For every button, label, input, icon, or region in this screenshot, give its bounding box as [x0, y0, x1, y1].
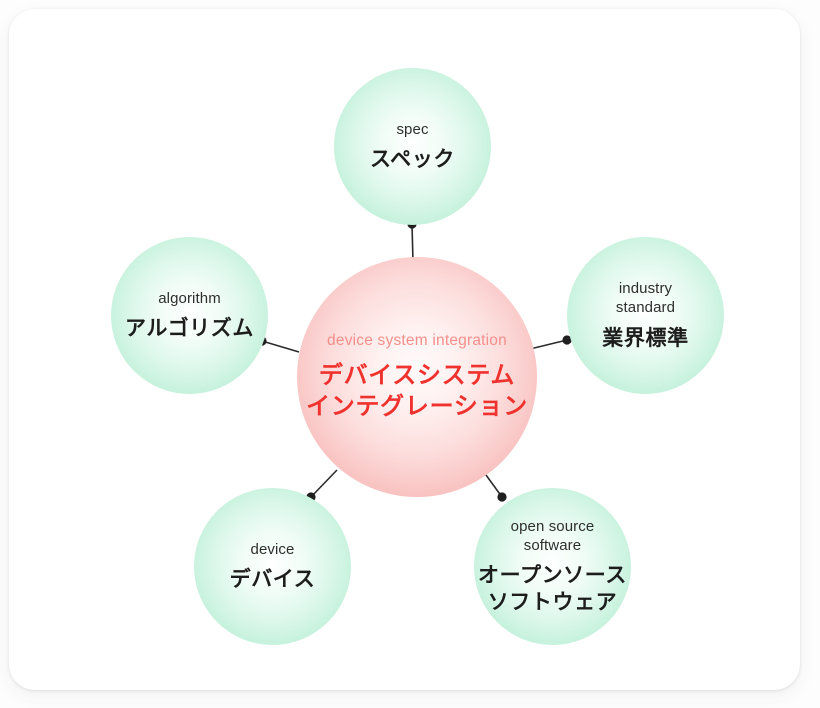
- node-device-label-en-line1: device: [250, 540, 295, 558]
- node-algorithm-label-ja: アルゴリズム: [125, 315, 254, 342]
- node-spec-label-en-line1: spec: [396, 120, 429, 138]
- node-industry-standard-label-en: industry standard: [616, 279, 675, 317]
- node-industry-standard-label-ja-line1: 業界標準: [602, 326, 689, 350]
- node-algorithm-label-en: algorithm: [158, 289, 221, 308]
- center-node-label-ja-line2: インテグレーション: [306, 393, 528, 421]
- connector-line-device: [310, 469, 338, 498]
- node-open-source-software-label-en-line1: open source: [510, 517, 595, 535]
- node-open-source-software-label-ja-line2: ソフトウェア: [487, 591, 618, 615]
- node-spec[interactable]: spec スペック: [334, 68, 491, 225]
- node-industry-standard-label-ja: 業界標準: [602, 325, 688, 352]
- node-industry-standard[interactable]: industry standard 業界標準: [567, 237, 724, 394]
- connector-dot-open-source-software: [497, 492, 507, 502]
- node-device[interactable]: device デバイス: [194, 488, 351, 645]
- connector-line-industry-standard: [529, 339, 568, 350]
- node-spec-label-en: spec: [396, 120, 428, 139]
- node-device-label-en: device: [251, 540, 295, 559]
- node-industry-standard-label-en-line1: industry: [618, 280, 673, 298]
- node-device-label-ja: デバイス: [230, 566, 316, 593]
- connector-line-spec: [411, 223, 414, 263]
- node-algorithm[interactable]: algorithm アルゴリズム: [111, 237, 268, 394]
- center-node-label-ja: デバイスシステム インテグレーション: [306, 360, 528, 423]
- node-open-source-software-label-en: open source software: [511, 517, 595, 555]
- center-node-label-ja-line1: デバイスシステム: [318, 361, 516, 389]
- center-node-device-system-integration[interactable]: device system integration デバイスシステム インテグレ…: [297, 257, 537, 497]
- node-open-source-software[interactable]: open source software オープンソース ソフトウェア: [474, 488, 631, 645]
- center-node-label-en: device system integration: [327, 331, 507, 349]
- node-algorithm-label-ja-line1: アルゴリズム: [125, 316, 254, 340]
- node-open-source-software-label-ja-line1: オープンソース: [478, 563, 627, 587]
- node-industry-standard-label-en-line2: standard: [615, 299, 676, 317]
- node-open-source-software-label-en-line2: software: [523, 536, 582, 554]
- node-spec-label-ja-line1: スペック: [370, 147, 455, 171]
- node-open-source-software-label-ja: オープンソース ソフトウェア: [478, 562, 627, 617]
- node-spec-label-ja: スペック: [370, 146, 455, 173]
- connector-line-algorithm: [261, 340, 300, 353]
- node-device-label-ja-line1: デバイス: [229, 567, 316, 591]
- node-algorithm-label-en-line1: algorithm: [158, 289, 221, 307]
